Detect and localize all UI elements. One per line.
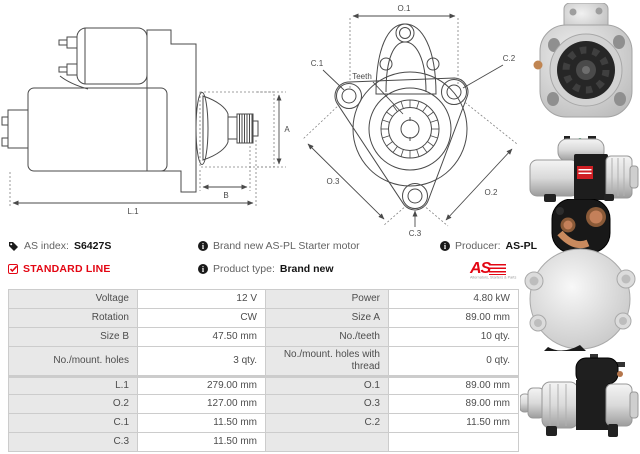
spec-value: 89.00 mm: [389, 309, 519, 328]
spec-label: Size A: [266, 309, 389, 328]
mounting-flange: [334, 77, 469, 211]
dim-a-label: A: [284, 125, 290, 134]
spec-value: 0 qty.: [389, 347, 519, 376]
spec-label: [266, 433, 389, 452]
spec-value: 11.50 mm: [389, 414, 519, 433]
spec-value: 4.80 kW: [389, 290, 519, 309]
spec-value: 11.50 mm: [138, 414, 266, 433]
logo-stripes: [489, 264, 507, 275]
standard-line-badge: STANDARD LINE: [23, 263, 111, 275]
product-photo-rear: [524, 199, 636, 351]
info-icon: i: [440, 241, 450, 251]
dim-l1-label: L.1: [127, 207, 139, 216]
logo-text: AS: [470, 260, 491, 277]
spec-value: 3 qty.: [138, 347, 266, 376]
producer-label: Producer:: [455, 240, 501, 252]
producer-value: AS-PL: [505, 240, 538, 252]
spec-value: 12 V: [138, 290, 266, 309]
spec-value: 127.00 mm: [138, 395, 266, 414]
spec-value: 89.00 mm: [389, 395, 519, 414]
dim-o3-label: O.3: [327, 177, 340, 186]
drive-end-bracket: [146, 29, 197, 193]
spec-value: 279.00 mm: [138, 376, 266, 395]
description-column: i Brand new AS-PL Starter motor i Produc…: [198, 239, 428, 285]
as-index-label: AS index:: [24, 240, 69, 252]
spec-value: CW: [138, 309, 266, 328]
spec-label: C.1: [9, 414, 138, 433]
solenoid: [76, 27, 148, 85]
spec-label: O.3: [266, 395, 389, 414]
product-type-value: Brand new: [279, 263, 334, 275]
spec-label: Power: [266, 290, 389, 309]
teeth-label: Teeth: [352, 72, 372, 81]
pinion-gear-photo: [562, 46, 610, 94]
motor-body: [27, 87, 168, 172]
spec-value: [389, 433, 519, 452]
info-icon: i: [198, 264, 208, 274]
side-view-drawing: A B L.1: [1, 27, 290, 216]
spec-label: Size B: [9, 328, 138, 347]
spec-label: Rotation: [9, 309, 138, 328]
spec-label: O.1: [266, 376, 389, 395]
spec-label: L.1: [9, 376, 138, 395]
dim-c1-label: C.1: [311, 59, 324, 68]
dim-c2-label: C.2: [503, 54, 516, 63]
producer-column: i Producer: AS-PL AS Alternators, Starte…: [440, 239, 610, 282]
dim-o1-label: O.1: [398, 4, 411, 13]
teeth-ring: [381, 100, 439, 158]
as-index-value: S6427S: [73, 240, 112, 252]
checkbox-icon: [8, 264, 18, 274]
spec-label: No./teeth: [266, 328, 389, 347]
spec-value: 10 qty.: [389, 328, 519, 347]
spec-label: O.2: [9, 395, 138, 414]
info-icon: i: [198, 241, 208, 251]
dim-o2-label: O.2: [485, 188, 498, 197]
product-photo-side-bottom: [520, 354, 639, 437]
spec-value: 47.50 mm: [138, 328, 266, 347]
product-type-label: Product type:: [213, 263, 275, 275]
spec-label: C.2: [266, 414, 389, 433]
spec-value: 11.50 mm: [138, 433, 266, 452]
spec-label: No./mount. holes with thread: [266, 347, 389, 376]
spec-value: 89.00 mm: [389, 376, 519, 395]
front-view-drawing: O.1 C.1 C.2 Teeth O.3 O.2 C.3: [302, 4, 518, 238]
dim-b-label: B: [223, 191, 228, 200]
product-photo-front: [533, 3, 633, 118]
spec-label: No./mount. holes: [9, 347, 138, 376]
logo-tagline: Alternators, Starters & Parts: [470, 276, 517, 280]
index-column: AS index: S6427S STANDARD LINE: [8, 239, 193, 285]
product-description: Brand new AS-PL Starter motor: [213, 240, 360, 252]
as-pl-logo: AS Alternators, Starters & Parts: [470, 260, 532, 282]
wire-lever: [544, 345, 586, 351]
product-photo-side-top: [529, 136, 639, 202]
tag-icon: [9, 241, 18, 251]
dim-c3-label: C.3: [409, 229, 422, 238]
spec-label: C.3: [9, 433, 138, 452]
spec-label: Voltage: [9, 290, 138, 309]
